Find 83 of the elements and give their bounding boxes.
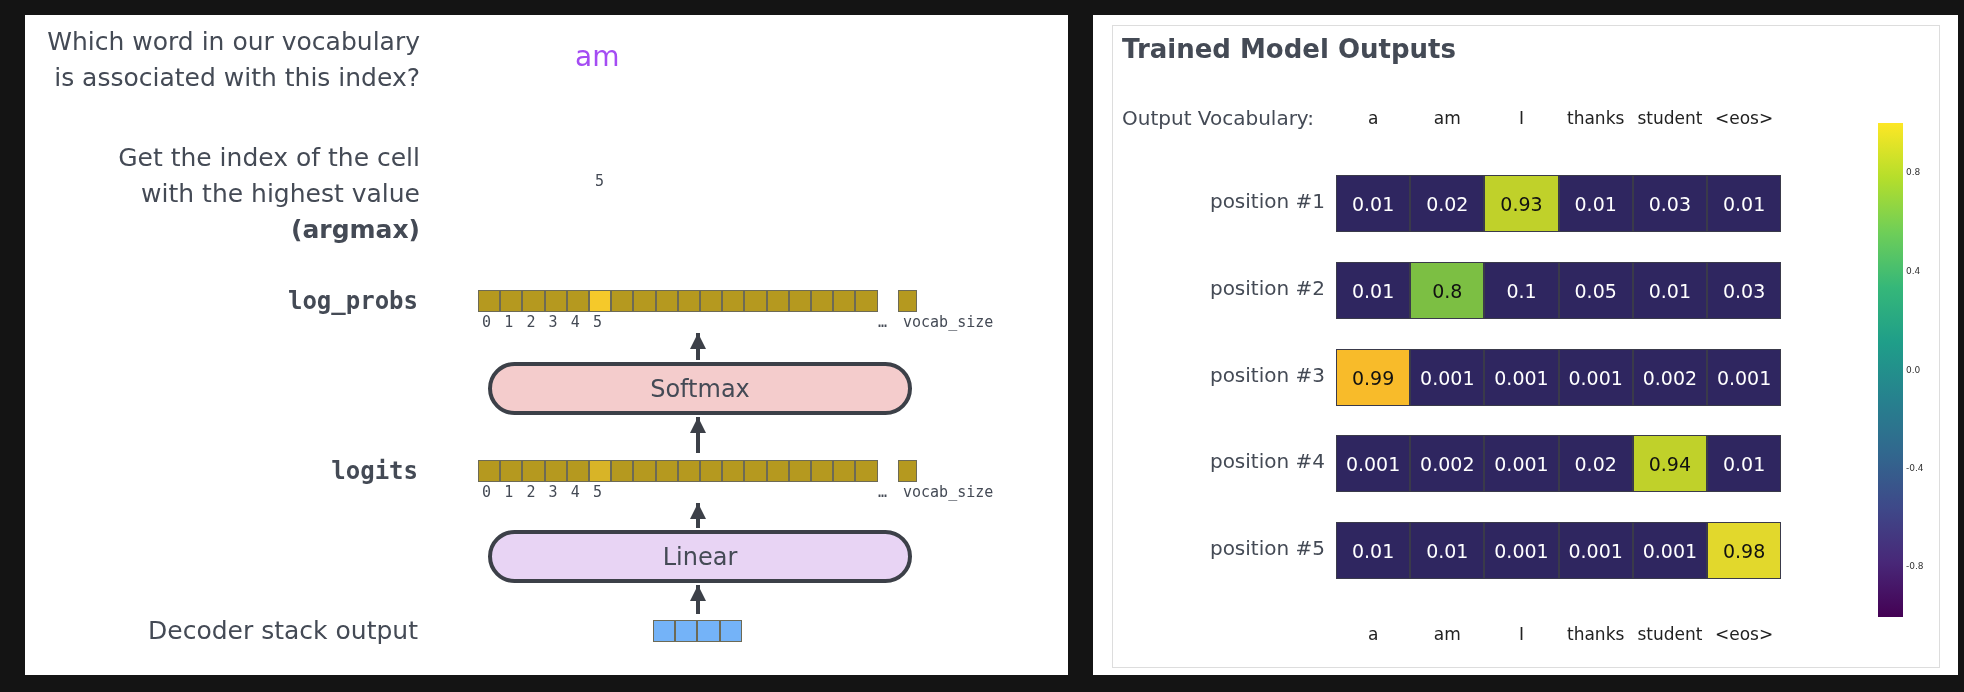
index-label: 2: [526, 313, 536, 331]
tick-label: -0.4: [1906, 463, 1924, 473]
column-label: I: [1517, 624, 1525, 644]
heatmap-cell: 0.01: [1632, 261, 1707, 319]
row-label: position #4: [1208, 449, 1325, 474]
heatmap-cell: 0.001: [1410, 348, 1485, 406]
row-label: position #3: [1208, 362, 1325, 387]
heatmap-cell: 0.03: [1707, 261, 1782, 319]
heatmap-cell: 0.03: [1632, 175, 1707, 232]
arrow: [690, 585, 706, 614]
heatmap-cell: 0.8: [1410, 261, 1485, 319]
heatmap-cell: 0.99: [1336, 348, 1411, 406]
heatmap-cell: 0.002: [1410, 435, 1485, 493]
index-label: …: [878, 483, 888, 501]
column-label: am: [1432, 108, 1462, 128]
heatmap-cell: 0.01: [1336, 175, 1411, 232]
column-label: student: [1636, 108, 1704, 128]
axis-label: Output Vocabulary:: [1122, 106, 1314, 130]
heatmap-cell: 0.001: [1484, 522, 1559, 580]
vector-label: logits: [330, 457, 418, 485]
vector-label: Decoder stack output: [147, 616, 418, 645]
index-value: 5: [595, 172, 605, 190]
index-label: 1: [504, 313, 514, 331]
column-label: a: [1366, 108, 1380, 128]
tick-label: 0.8: [1906, 167, 1921, 177]
index-label: 4: [570, 313, 580, 331]
tick-label: 0.4: [1906, 266, 1921, 276]
panel-title: Trained Model Outputs: [1122, 34, 1456, 64]
heatmap-cell: 0.001: [1336, 435, 1411, 493]
heatmap-cell: 0.01: [1336, 261, 1411, 319]
question-text: Which word in our vocabulary is associated with this index?: [46, 26, 420, 94]
column-label: am: [1432, 624, 1462, 644]
column-label: <eos>: [1714, 108, 1775, 128]
index-label: 2: [526, 483, 536, 501]
index-label: 5: [593, 313, 603, 331]
heatmap-cell: 0.02: [1410, 175, 1485, 232]
heatmap-cell: 0.001: [1484, 348, 1559, 406]
instruction-text: Get the index of the cell with the highest value (argmax): [117, 142, 420, 246]
column-label: thanks: [1566, 624, 1626, 644]
heatmap-cell: 0.01: [1707, 435, 1782, 493]
column-label: thanks: [1566, 108, 1626, 128]
heatmap-cell: 0.02: [1558, 435, 1633, 493]
index-label: 3: [548, 313, 558, 331]
arrow: [690, 417, 706, 453]
arrow: [690, 333, 706, 360]
heatmap-cell: 0.98: [1707, 522, 1782, 580]
heatmap-cell: 0.05: [1558, 261, 1633, 319]
heatmap-cell: 0.01: [1336, 522, 1411, 580]
tick-label: -0.8: [1906, 561, 1924, 571]
index-label: 0: [482, 313, 492, 331]
index-label: …: [878, 313, 888, 331]
vector-label: log_probs: [286, 287, 418, 315]
heatmap-cell: 0.93: [1484, 175, 1559, 232]
index-label: 0: [482, 483, 492, 501]
column-label: a: [1366, 624, 1380, 644]
heatmap-cell: 0.94: [1632, 435, 1707, 493]
index-label: 5: [593, 483, 603, 501]
column-label: I: [1517, 108, 1525, 128]
row-label: position #2: [1208, 275, 1325, 300]
layer-box: Softmax: [488, 362, 912, 415]
row-label: position #5: [1208, 536, 1325, 561]
heatmap-cell: 0.1: [1484, 261, 1559, 319]
heatmap-cell: 0.002: [1632, 348, 1707, 406]
arrow: [690, 503, 706, 528]
index-label: vocab_size: [903, 313, 994, 331]
index-label: 1: [504, 483, 514, 501]
layer-box: Linear: [488, 530, 912, 583]
row-label: position #1: [1208, 189, 1325, 213]
index-label: vocab_size: [903, 483, 994, 501]
tick-label: 0.0: [1906, 365, 1921, 375]
heatmap-cell: 0.001: [1632, 522, 1707, 580]
heatmap-cell: 0.001: [1558, 522, 1633, 580]
heatmap-cell: 0.001: [1484, 435, 1559, 493]
heatmap-cell: 0.001: [1558, 348, 1633, 406]
heatmap-cell: 0.01: [1410, 522, 1485, 580]
heatmap-cell: 0.001: [1707, 348, 1782, 406]
answer-word: am: [575, 40, 620, 73]
index-label: 4: [570, 483, 580, 501]
column-label: <eos>: [1714, 624, 1775, 644]
index-label: 3: [548, 483, 558, 501]
column-label: student: [1636, 624, 1704, 644]
heatmap-cell: 0.01: [1707, 175, 1782, 232]
heatmap-cell: 0.01: [1558, 175, 1633, 232]
